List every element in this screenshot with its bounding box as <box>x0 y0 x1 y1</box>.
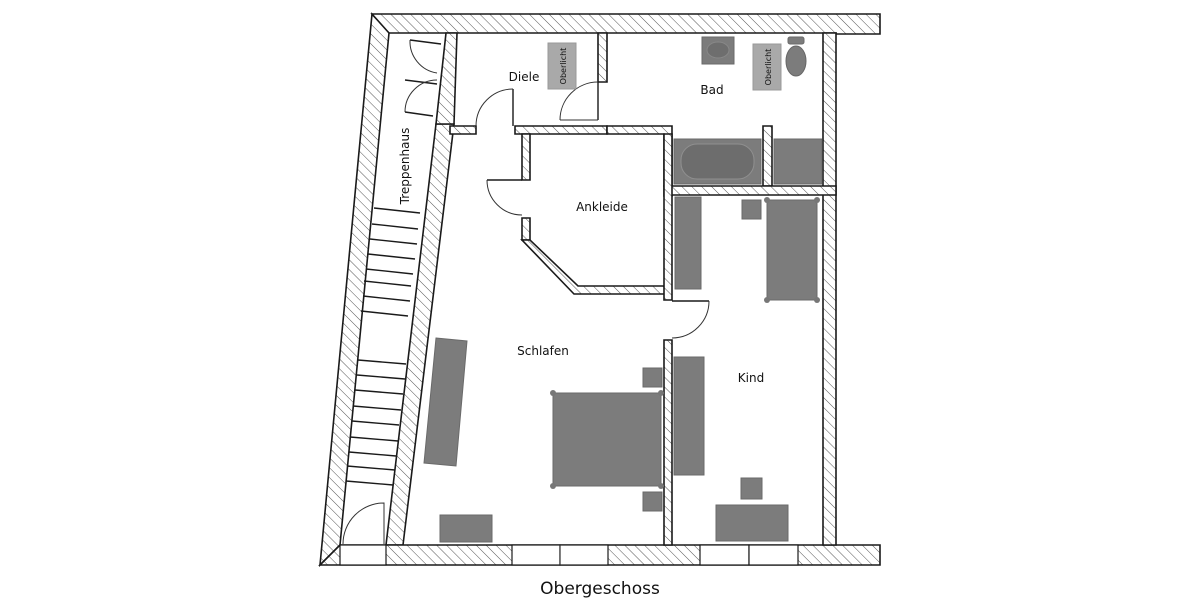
room-label-schlafen: Schlafen <box>517 344 569 358</box>
double-bed <box>550 390 664 489</box>
windows <box>339 544 799 566</box>
door-treppenhaus-top[interactable] <box>404 39 442 117</box>
wall-ankleide-left-2 <box>521 217 531 241</box>
wall-schlafen-kind <box>663 339 673 546</box>
outer-walls <box>318 12 881 568</box>
room-label-diele: Diele <box>509 70 540 84</box>
door-kind[interactable] <box>671 300 710 339</box>
window-kind-1 <box>699 544 750 566</box>
shower <box>773 138 823 185</box>
room-label-bad: Bad <box>700 83 723 97</box>
sink <box>701 36 735 65</box>
single-bed <box>764 197 820 303</box>
wall-bad-kind <box>663 185 837 197</box>
room-label-kind: Kind <box>738 371 764 385</box>
desk-kind <box>715 504 789 542</box>
wall-bad-bottom <box>606 125 673 187</box>
room-labels: Treppenhaus Diele Bad Ankleide Schlafen … <box>398 70 764 385</box>
oberlicht-diele-label: Oberlicht <box>559 48 568 85</box>
wall-bad-divider <box>762 125 773 187</box>
wall-diele-bottom-2 <box>514 125 608 135</box>
skylight-diele: Oberlicht <box>547 42 577 90</box>
door-diele-bottom[interactable] <box>475 88 514 127</box>
door-treppenhaus-bottom[interactable] <box>342 502 385 545</box>
window-stair <box>339 544 387 566</box>
wardrobe-schlafen <box>423 337 468 467</box>
door-bad[interactable] <box>559 81 599 121</box>
plan-title: Obergeschoss <box>540 579 660 599</box>
window-kind-2 <box>748 544 799 566</box>
nightstand-bottom <box>642 491 663 512</box>
chair-kind <box>740 477 763 500</box>
room-label-ankleide: Ankleide <box>576 200 628 214</box>
wall-diele-bad <box>597 32 608 83</box>
interior-walls <box>435 32 837 546</box>
wall-ankleide-diagonal <box>520 239 667 295</box>
wall-stair-inner <box>385 123 455 546</box>
bathtub <box>673 138 762 185</box>
wall-ankleide-left <box>521 133 531 181</box>
door-ankleide[interactable] <box>486 179 523 216</box>
wall-diele-left <box>435 32 458 125</box>
wall-right <box>822 32 837 546</box>
staircase <box>345 207 421 486</box>
toilet <box>785 36 807 77</box>
wardrobe-kind-top <box>674 196 702 290</box>
window-schlafen-2 <box>559 544 609 566</box>
wall-top <box>370 13 881 35</box>
nightstand-top <box>642 367 663 388</box>
box-kind-top <box>741 199 762 220</box>
oberlicht-bad-label: Oberlicht <box>764 49 773 86</box>
room-label-treppenhaus: Treppenhaus <box>398 128 412 206</box>
skylight-bad: Oberlicht <box>752 43 782 91</box>
window-schlafen-1 <box>511 544 561 566</box>
doors <box>342 39 710 545</box>
furniture: Oberlicht Oberlicht <box>423 36 823 543</box>
wardrobe-kind-bottom <box>673 356 705 476</box>
wall-ankleide-right <box>663 133 673 301</box>
wall-diele-bottom <box>449 125 477 135</box>
dresser-schlafen <box>439 514 493 543</box>
